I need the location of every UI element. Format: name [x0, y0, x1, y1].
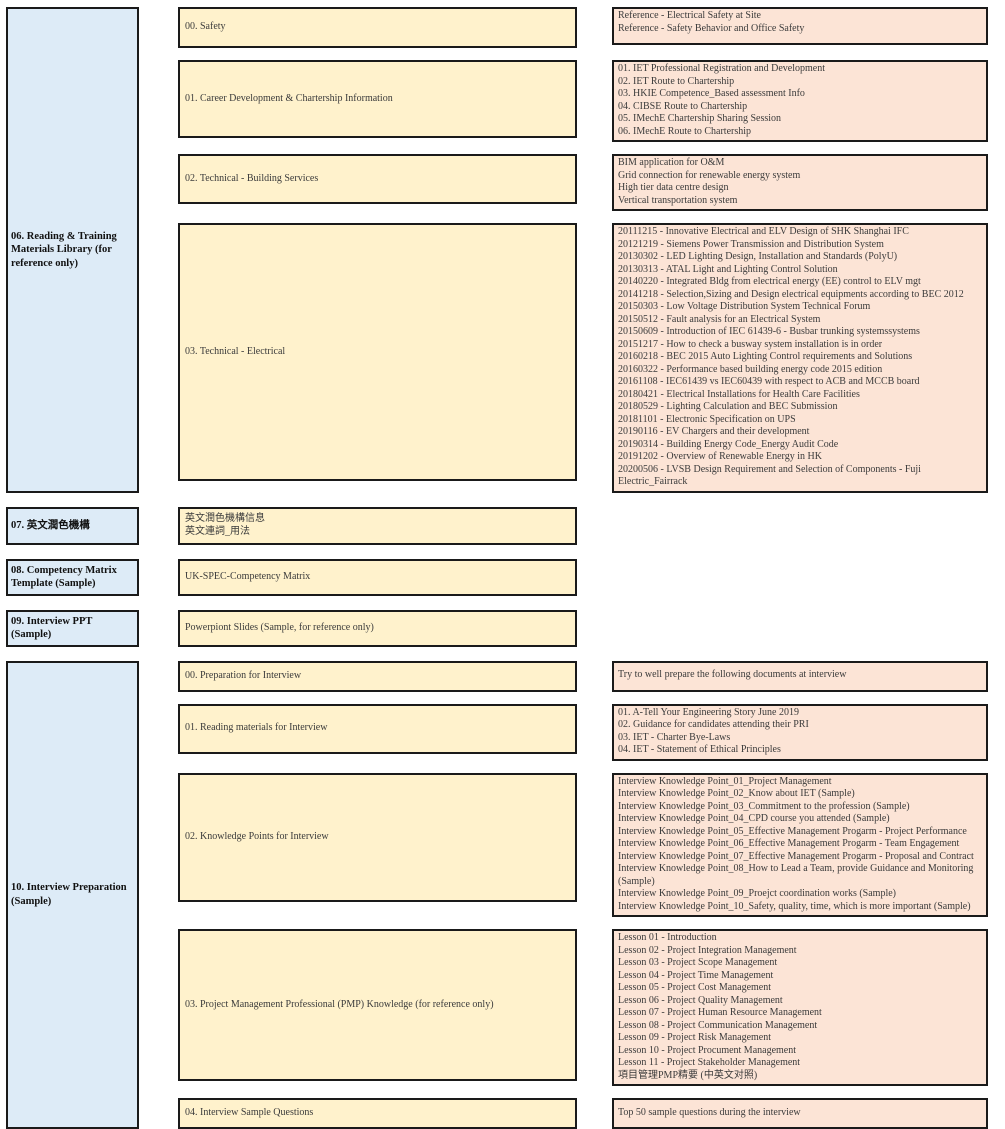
category-label-10: 10. Interview Preparation (Sample): [11, 881, 134, 908]
topic-box-reading-materials: 01. Reading materials for Interview: [178, 704, 577, 754]
category-label-07: 07. 英文潤色機構: [11, 519, 90, 533]
topic-box-knowledge-points: 02. Knowledge Points for Interview: [178, 773, 577, 902]
detail-box-reading-materials: 01. A-Tell Your Engineering Story June 2…: [612, 704, 988, 761]
detail-box-pmp-knowledge: Lesson 01 - Introduction Lesson 02 - Pro…: [612, 929, 988, 1086]
section-interview-ppt: 09. Interview PPT (Sample) Powerpiont Sl…: [6, 610, 1005, 647]
detail-box-building-services: BIM application for O&M Grid connection …: [612, 154, 988, 211]
row-pmp-knowledge: 03. Project Management Professional (PMP…: [178, 929, 988, 1086]
row-technical-building-services: 02. Technical - Building Services BIM ap…: [178, 154, 988, 211]
category-box-07: 07. 英文潤色機構: [6, 507, 139, 545]
section-english-polishing: 07. 英文潤色機構 英文潤色機構信息 英文連詞_用法: [6, 507, 1005, 545]
topic-box-preparation-for-interview: 00. Preparation for Interview: [178, 661, 577, 692]
row-technical-electrical: 03. Technical - Electrical 20111215 - In…: [178, 223, 988, 493]
row-interview-sample-questions: 04. Interview Sample Questions Top 50 sa…: [178, 1098, 988, 1129]
category-box-06: 06. Reading & Training Materials Library…: [6, 7, 139, 493]
row-career-development: 01. Career Development & Chartership Inf…: [178, 60, 988, 142]
topic-box-building-services: 02. Technical - Building Services: [178, 154, 577, 204]
topic-box-electrical: 03. Technical - Electrical: [178, 223, 577, 481]
detail-box-electrical: 20111215 - Innovative Electrical and ELV…: [612, 223, 988, 493]
topic-box-safety: 00. Safety: [178, 7, 577, 48]
category-box-08: 08. Competency Matrix Template (Sample): [6, 559, 139, 596]
row-reading-materials: 01. Reading materials for Interview 01. …: [178, 704, 988, 761]
topic-box-interview-ppt: Powerpiont Slides (Sample, for reference…: [178, 610, 577, 647]
detail-box-preparation-for-interview: Try to well prepare the following docume…: [612, 661, 988, 692]
row-knowledge-points: 02. Knowledge Points for Interview Inter…: [178, 773, 988, 918]
section-interview-preparation: 10. Interview Preparation (Sample) 00. P…: [6, 661, 1005, 1129]
detail-box-knowledge-points: Interview Knowledge Point_01_Project Man…: [612, 773, 988, 918]
topic-box-career-development: 01. Career Development & Chartership Inf…: [178, 60, 577, 138]
section-competency-matrix: 08. Competency Matrix Template (Sample) …: [6, 559, 1005, 596]
row-competency-matrix: UK-SPEC-Competency Matrix: [178, 559, 577, 596]
row-interview-ppt: Powerpiont Slides (Sample, for reference…: [178, 610, 577, 647]
category-box-10: 10. Interview Preparation (Sample): [6, 661, 139, 1129]
topic-box-competency-matrix: UK-SPEC-Competency Matrix: [178, 559, 577, 596]
row-english-polishing: 英文潤色機構信息 英文連詞_用法: [178, 507, 577, 545]
topic-box-english-polishing: 英文潤色機構信息 英文連詞_用法: [178, 507, 577, 545]
topic-box-pmp-knowledge: 03. Project Management Professional (PMP…: [178, 929, 577, 1081]
detail-box-interview-sample-questions: Top 50 sample questions during the inter…: [612, 1098, 988, 1129]
detail-box-safety: Reference - Electrical Safety at Site Re…: [612, 7, 988, 45]
category-label-06: 06. Reading & Training Materials Library…: [11, 230, 134, 271]
category-label-09: 09. Interview PPT (Sample): [11, 615, 134, 642]
section-reading-training-library: 06. Reading & Training Materials Library…: [6, 7, 1005, 493]
row-safety: 00. Safety Reference - Electrical Safety…: [178, 7, 988, 48]
detail-box-career-development: 01. IET Professional Registration and De…: [612, 60, 988, 142]
category-box-09: 09. Interview PPT (Sample): [6, 610, 139, 647]
category-label-08: 08. Competency Matrix Template (Sample): [11, 564, 134, 591]
topic-box-interview-sample-questions: 04. Interview Sample Questions: [178, 1098, 577, 1129]
row-preparation-for-interview: 00. Preparation for Interview Try to wel…: [178, 661, 988, 692]
